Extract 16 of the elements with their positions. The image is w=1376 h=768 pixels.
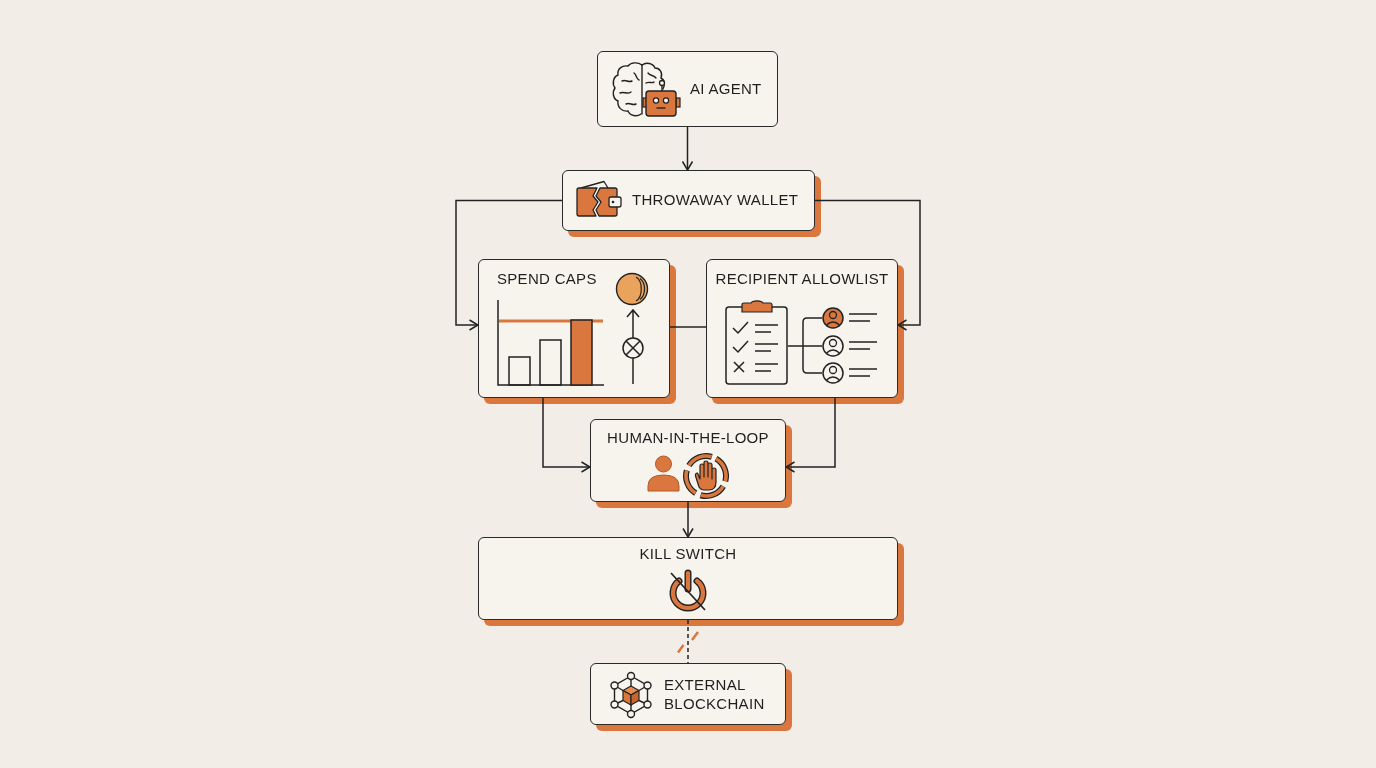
arrow: [455, 199, 563, 331]
process-box: [597, 51, 778, 127]
node-title: HUMAN-IN-THE-LOOP: [607, 428, 769, 448]
arrow: [785, 397, 836, 473]
node-title: THROWAWAY WALLET: [632, 190, 799, 210]
node-title: SPEND CAPS: [497, 269, 597, 289]
arrow: [682, 501, 694, 538]
node-title: AI AGENT: [690, 79, 762, 99]
arrow: [681, 126, 694, 171]
node-title: EXTERNAL BLOCKCHAIN: [664, 675, 765, 713]
arrow: [542, 397, 591, 473]
connector-line: [669, 326, 707, 328]
arrow: [814, 199, 921, 331]
node-title: KILL SWITCH: [639, 544, 737, 564]
connector-line: [687, 619, 689, 664]
node-title: RECIPIENT ALLOWLIST: [715, 269, 889, 289]
